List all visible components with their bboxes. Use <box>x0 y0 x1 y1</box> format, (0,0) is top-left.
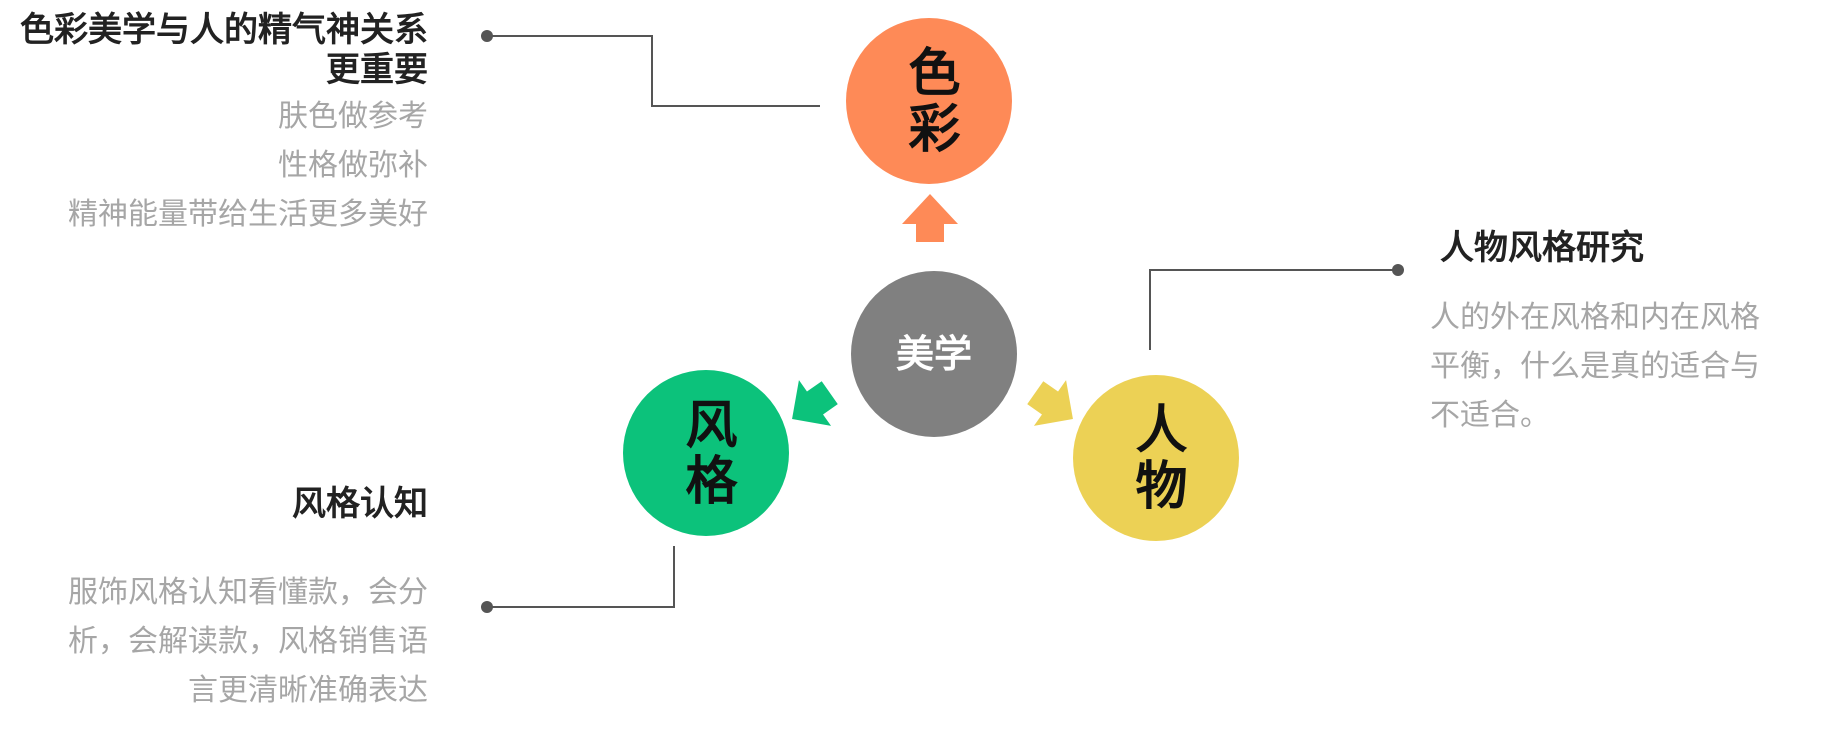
card-style-body-line-2: 析，会解读款，风格销售语 <box>68 624 428 659</box>
card-style-body: 服饰风格认知看懂款，会分 析，会解读款，风格销售语 言更清晰准确表达 <box>18 568 428 715</box>
card-color-body-line-2: 性格做弥补 <box>278 148 428 183</box>
card-color-body-line-1: 肤色做参考 <box>278 99 428 134</box>
center-node: 美学 <box>851 271 1017 437</box>
card-people: 人物风格研究 <box>1440 228 1820 268</box>
arrow-to-style <box>792 380 838 426</box>
node-style-label: 风格 <box>676 397 736 509</box>
card-style-body-line-1: 服饰风格认知看懂款，会分 <box>68 575 428 610</box>
connector-dot-color <box>481 30 493 42</box>
card-people-body: 人的外在风格和内在风格 平衡，什么是真的适合与 不适合。 <box>1430 293 1820 440</box>
card-style-body-line-3: 言更清晰准确表达 <box>188 673 428 708</box>
card-people-body-line-1: 人的外在风格和内在风格 <box>1430 300 1760 335</box>
card-color-body-line-3: 精神能量带给生活更多美好 <box>68 197 428 232</box>
node-people-label: 人物 <box>1126 402 1186 514</box>
center-node-label: 美学 <box>895 332 972 376</box>
node-people: 人物 <box>1073 375 1239 541</box>
card-color-title-line-1: 色彩美学与人的精气神关系 <box>20 10 428 50</box>
connector-people <box>1149 269 1398 350</box>
arrow-to-people <box>1027 380 1073 426</box>
node-color-label: 色彩 <box>899 45 959 157</box>
card-style-title: 风格认知 <box>292 484 428 524</box>
connector-dot-people <box>1392 264 1404 276</box>
card-style: 风格认知 <box>18 484 428 524</box>
card-people-body-line-3: 不适合。 <box>1430 398 1550 433</box>
connector-dot-style <box>481 601 493 613</box>
connector-style <box>487 546 675 608</box>
connector-color <box>487 35 820 107</box>
card-color: 色彩美学与人的精气神关系 更重要 肤色做参考 性格做弥补 精神能量带给生活更多美… <box>18 10 428 239</box>
card-people-title: 人物风格研究 <box>1440 228 1644 268</box>
arrow-to-color <box>902 194 958 242</box>
node-style: 风格 <box>623 370 789 536</box>
card-color-title-line-2: 更重要 <box>326 50 428 90</box>
card-people-body-line-2: 平衡，什么是真的适合与 <box>1430 349 1760 384</box>
node-color: 色彩 <box>846 18 1012 184</box>
